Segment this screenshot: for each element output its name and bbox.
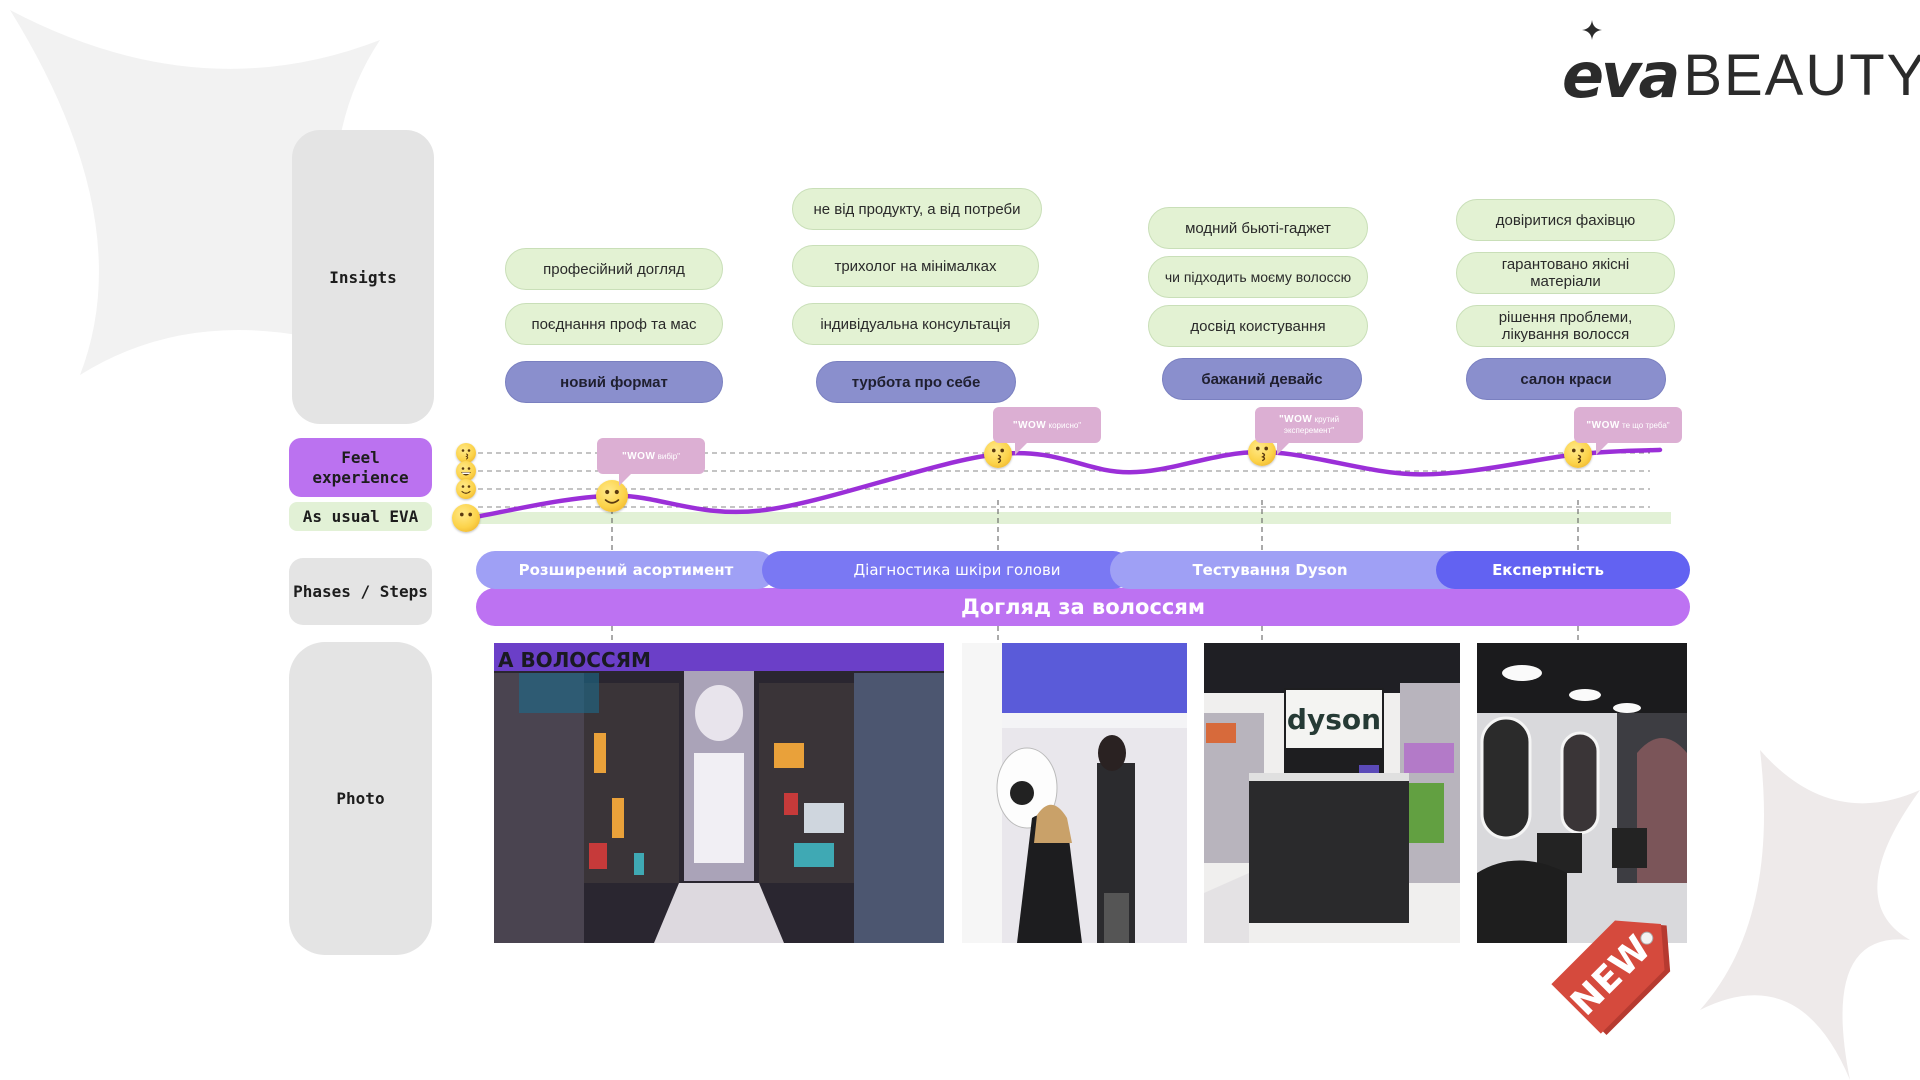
step-label: Тестування Dyson xyxy=(1192,561,1348,579)
step-assortment: Розширений асортимент xyxy=(476,551,776,589)
insight-pill: індивідуальна консультація xyxy=(792,303,1039,345)
step-expertise: Експертність xyxy=(1436,551,1690,589)
row-label-as-usual: As usual EVA xyxy=(289,502,432,531)
background-star-left xyxy=(10,10,380,375)
background-star-right xyxy=(1700,750,1920,1080)
kiss-emoji-legend-icon xyxy=(456,443,476,463)
kiss-emoji-icon xyxy=(984,440,1012,469)
sparkle-icon xyxy=(1582,20,1602,40)
insight-pill: досвід коистування xyxy=(1148,305,1368,347)
wow-bubble: "WOW те що треба" xyxy=(1574,407,1682,455)
row-label-insights: Insigts xyxy=(292,130,434,424)
wow-text: корисно" xyxy=(1048,420,1082,430)
eva-beauty-logo: eva BEAUTY xyxy=(1562,20,1920,112)
as-usual-band xyxy=(475,512,1671,524)
wow-accent: "WOW xyxy=(1586,419,1620,431)
wow-text: те що треба" xyxy=(1622,420,1670,430)
phase-hair-care: Догляд за волоссям xyxy=(476,588,1690,626)
insight-pill: модний бьюті-гаджет xyxy=(1148,207,1368,249)
kiss-emoji-icon xyxy=(1564,440,1592,469)
insight-pill: рішення проблеми, лікування волосся xyxy=(1456,305,1675,347)
neutral-emoji-legend-icon xyxy=(452,504,480,532)
row-label-phases: Phases / Steps xyxy=(289,558,432,625)
photo-beauty-salon xyxy=(1477,643,1687,943)
smile-emoji-legend-icon xyxy=(456,479,476,499)
wow-bubble: "WOW вибір" xyxy=(597,438,705,486)
wow-accent: "WOW xyxy=(1012,419,1047,431)
smile-emoji-icon xyxy=(596,479,628,512)
feel-label-text: Feel experience xyxy=(312,447,409,487)
aisle-sign-text: А ВОЛОССЯМ xyxy=(498,648,651,672)
step-diagnostics: Діагностика шкіри голови xyxy=(762,551,1132,589)
logo-beauty: BEAUTY xyxy=(1683,43,1920,108)
wow-accent: "WOW xyxy=(1278,414,1313,425)
insight-pill: трихолог на мінімалках xyxy=(792,245,1039,287)
key-insight-pill: турбота про себе xyxy=(816,361,1016,403)
wow-text: вибір" xyxy=(657,451,680,461)
row-label-photo: Photo xyxy=(289,642,432,955)
insight-pill: не від продукту, а від потреби xyxy=(792,188,1042,230)
step-label: Діагностика шкіри голови xyxy=(853,561,1061,579)
wow-bubble: "WOW крутий эксперемент" xyxy=(1255,407,1363,455)
insight-pill: поєднання проф та мас xyxy=(505,303,723,345)
key-insight-pill: новий формат xyxy=(505,361,723,403)
step-label: Експертність xyxy=(1492,561,1604,579)
insight-pill: гарантовано якісні матеріали xyxy=(1456,252,1675,294)
insight-pill: чи підходить моєму волоссю xyxy=(1148,256,1368,298)
wow-bubble: "WOW корисно" xyxy=(993,407,1101,455)
wow-text: крутий эксперемент" xyxy=(1283,415,1340,435)
photo-dyson-stand: dyson xyxy=(1204,643,1460,943)
photo-scalp-diagnostics xyxy=(962,643,1187,943)
step-label: Розширений асортимент xyxy=(518,561,734,579)
step-dyson: Тестування Dyson xyxy=(1110,551,1470,589)
row-label-feel-experience: Feel experience xyxy=(289,438,432,497)
key-insight-pill: бажаний девайс xyxy=(1162,358,1362,400)
insight-pill: довіритися фахівцю xyxy=(1456,199,1675,241)
wow-accent: "WOW xyxy=(621,450,656,462)
grin-emoji-legend-icon xyxy=(456,461,476,481)
insight-pill: професійний догляд xyxy=(505,248,723,290)
logo-eva: eva xyxy=(1562,39,1680,112)
key-insight-pill: салон краси xyxy=(1466,358,1666,400)
new-tag-icon: NEW xyxy=(1551,920,1671,1036)
photo-hair-care-aisle: А ВОЛОССЯМ xyxy=(494,643,944,943)
dyson-sign-text: dyson xyxy=(1287,703,1381,736)
